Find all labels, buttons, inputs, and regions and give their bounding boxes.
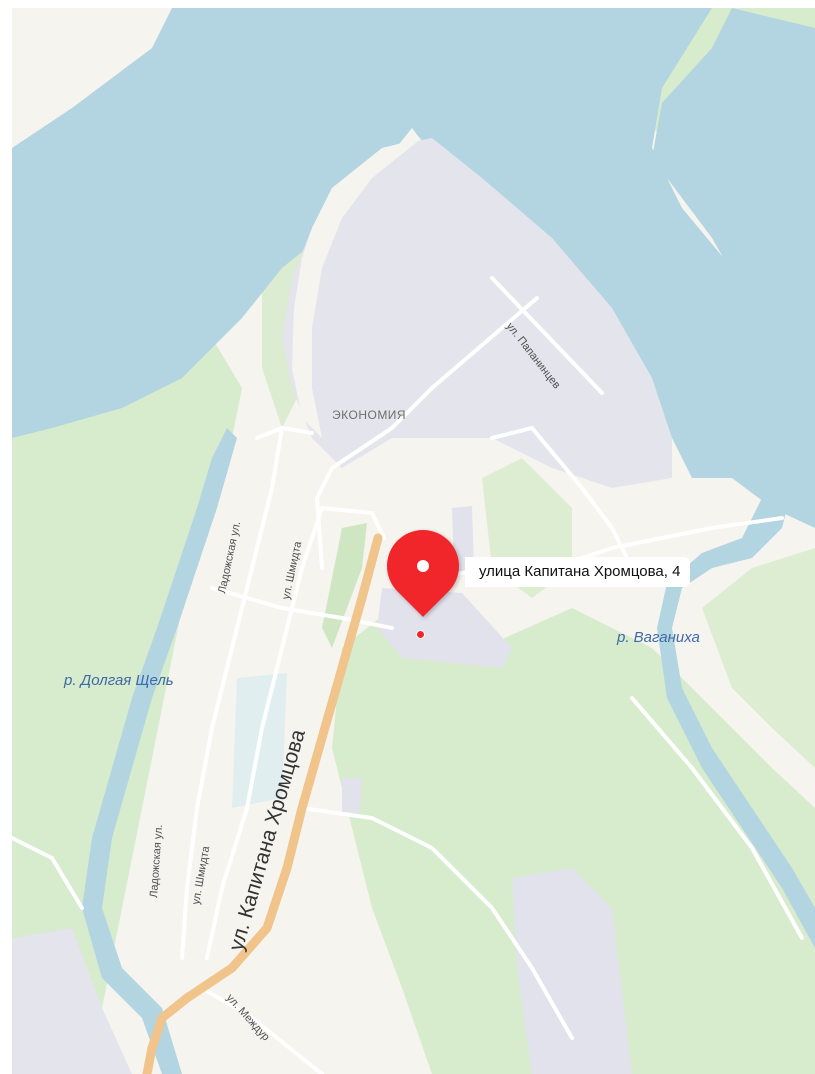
map-canvas: ЭКОНОМИЯ р. Долгая Щель р. Ваганиха ул. … (12, 8, 815, 1074)
river-main (12, 8, 815, 478)
map-viewport[interactable]: ЭКОНОМИЯ р. Долгая Щель р. Ваганиха ул. … (12, 8, 815, 1074)
shore-strip (292, 138, 422, 438)
industrial-block-south-west (12, 928, 132, 1074)
river-vaganikha (657, 478, 815, 948)
pin-hole (414, 557, 432, 575)
river-label-dolgaya-shchel: р. Долгая Щель (63, 672, 174, 689)
building-small (342, 778, 362, 813)
river-label-vaganikha: р. Ваганиха (616, 629, 700, 646)
industrial-block-center (377, 588, 512, 668)
street-label-ladozhskaya-bottom: Ладожская ул. (148, 824, 165, 898)
forest-east (702, 548, 815, 768)
main-road-kapitana-khromtsova (142, 533, 383, 1074)
pin-location-dot (416, 630, 425, 639)
industrial-block-south (512, 868, 632, 1074)
sandbar-north-west (12, 8, 152, 148)
river-body (12, 8, 815, 528)
address-callout[interactable]: улица Капитана Хромцова, 4 (465, 557, 691, 587)
district-label: ЭКОНОМИЯ (332, 408, 406, 422)
industrial-zone-ekonomiya (282, 138, 672, 488)
